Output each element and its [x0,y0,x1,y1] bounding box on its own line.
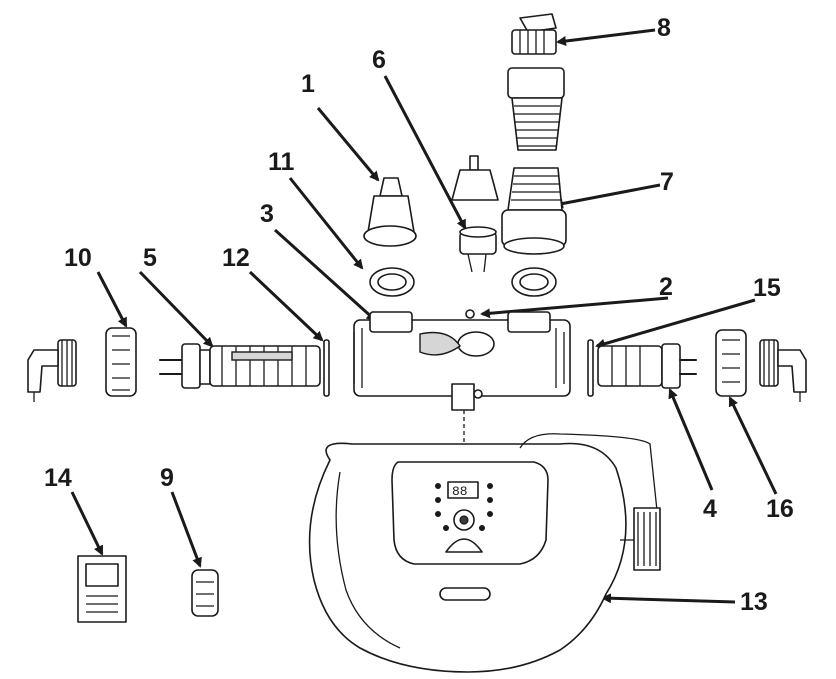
arrow-7 [553,183,661,209]
arrow-12 [248,270,324,342]
part-8-check-valve [511,13,557,55]
part-5-electrode-left [159,343,321,389]
part-13-control-unit: 88 [308,433,661,673]
callout-7: 7 [660,168,674,196]
left-elbow-fitting [27,339,77,402]
arrow-14 [70,491,104,556]
arrow-1 [316,107,380,182]
arrow-8 [556,28,656,46]
callout-3: 3 [260,200,274,228]
arrow-16 [728,396,778,495]
part-4-electrode-right [597,343,697,389]
arrow-9 [170,491,202,568]
arrow-15 [595,298,756,349]
callout-13: 13 [740,588,768,616]
callout-8: 8 [657,14,671,42]
o-rings [323,339,594,397]
callout-12: 12 [222,244,250,272]
part-15-o-ring [587,339,594,397]
callout-14: 14 [44,464,72,492]
part-7-hose-adapters [501,67,567,297]
callout-15: 15 [753,274,781,302]
part-1-union-adapter [363,177,417,297]
arrow-4 [668,388,714,491]
right-elbow-fitting [759,339,807,402]
leader-arrows [70,28,778,604]
arrow-10 [96,271,128,328]
part-10-union-nut-left [105,327,137,397]
part-9-spare-cap [191,569,219,617]
manifold-body [353,311,571,444]
callout-5: 5 [143,244,157,272]
callout-16: 16 [766,495,794,523]
arrow-13 [601,593,736,604]
part-16-union-nut-right [715,329,747,397]
callout-11: 11 [268,148,295,176]
callout-1: 1 [301,70,315,98]
callout-4: 4 [703,495,717,523]
part-12-o-ring [323,339,330,397]
callout-2: 2 [659,273,673,301]
arrow-6 [383,75,467,230]
callout-6: 6 [372,46,386,74]
arrow-3 [273,228,377,322]
part-6-flow-switch [451,155,499,319]
callout-9: 9 [160,464,174,492]
svg-text:88: 88 [452,484,468,499]
arrow-5 [138,270,214,348]
callout-10: 10 [64,244,92,272]
part-14-manual [77,555,127,623]
arrow-11 [288,177,364,270]
